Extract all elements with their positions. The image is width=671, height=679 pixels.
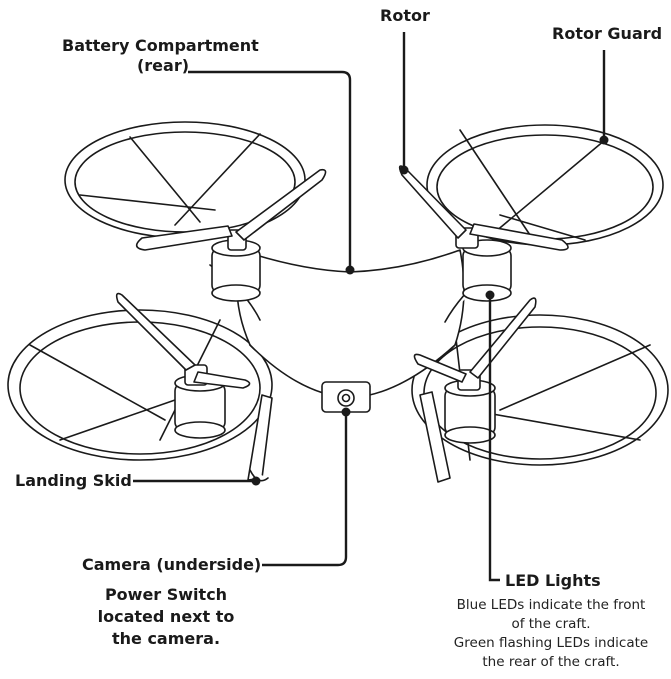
dot-rotor [399,165,409,175]
callout-line-camera [262,412,348,567]
label-power-line1: Power Switch [104,585,228,604]
label-battery-line2: (rear) [136,56,190,75]
rotor-guard-back-right [426,124,664,246]
label-power-line3: the camera. [111,629,221,648]
propeller-front-right [413,297,537,383]
label-battery-compartment: Battery Compartment (rear) [62,36,259,76]
landing-skid-right [419,391,451,483]
label-led-lights: LED Lights [505,571,601,590]
led-note-line4: the rear of the craft. [482,654,620,670]
callout-line-led [488,295,500,582]
label-rotor-guard: Rotor Guard [552,24,663,43]
motor-back-left [211,229,261,302]
dot-rotor-guard [599,135,609,145]
label-rotor: Rotor [380,6,430,25]
motor-front-right [444,369,496,444]
propeller-back-right [398,165,569,251]
led-note-line1: Blue LEDs indicate the front [456,597,646,613]
propeller-back-left [135,168,327,251]
motor-front-left [174,364,226,439]
propeller-front-left [115,292,251,389]
led-note-line2: of the craft. [511,616,591,632]
label-camera: Camera (underside) [82,555,262,574]
dot-led [485,290,495,300]
led-note: Blue LEDs indicate the front of the craf… [440,596,662,672]
callout-dots [251,135,609,486]
landing-skid-left [247,394,273,482]
dot-camera [341,407,351,417]
label-battery-line1: Battery Compartment [62,36,259,55]
led-note-line3: Green flashing LEDs indicate [453,635,649,651]
callout-lines [133,32,606,582]
label-landing-skid: Landing Skid [15,471,132,490]
label-power-switch: Power Switch located next to the camera. [86,584,246,650]
callout-line-battery [188,70,352,268]
label-power-line2: located next to [97,607,235,626]
dot-battery [345,265,355,275]
dot-landing-skid [251,476,261,486]
